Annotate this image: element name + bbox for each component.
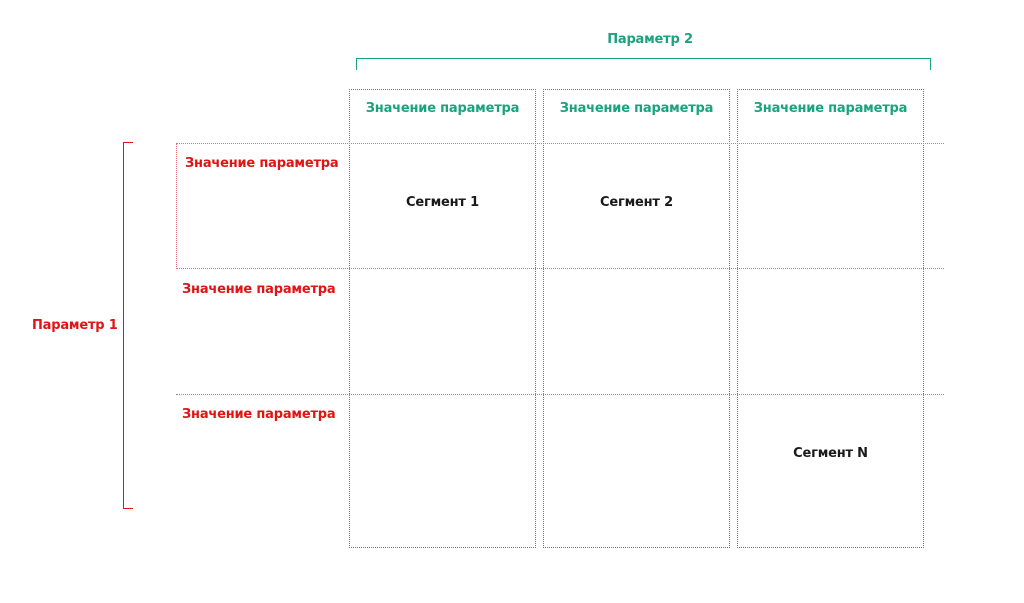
param2-bracket xyxy=(356,58,931,70)
row-1-header: Значение параметра xyxy=(185,156,339,171)
column-2 xyxy=(543,89,730,548)
column-3-header: Значение параметра xyxy=(753,101,908,116)
column-3 xyxy=(737,89,924,548)
segment-1: Сегмент 1 xyxy=(406,195,479,210)
row-2-top-line xyxy=(176,268,944,269)
row-1-left-line xyxy=(176,143,177,267)
row-3-top-line xyxy=(176,394,944,395)
row-2-header: Значение параметра xyxy=(182,282,336,297)
segment-2: Сегмент 2 xyxy=(600,195,673,210)
row-1-top-line xyxy=(176,143,944,144)
param2-title: Параметр 2 xyxy=(607,32,693,47)
param1-title: Параметр 1 xyxy=(32,318,118,333)
row-3-header: Значение параметра xyxy=(182,407,336,422)
column-2-header: Значение параметра xyxy=(559,101,714,116)
param1-bracket xyxy=(123,142,133,509)
segment-n: Сегмент N xyxy=(793,446,868,461)
column-1-header: Значение параметра xyxy=(365,101,520,116)
column-1 xyxy=(349,89,536,548)
